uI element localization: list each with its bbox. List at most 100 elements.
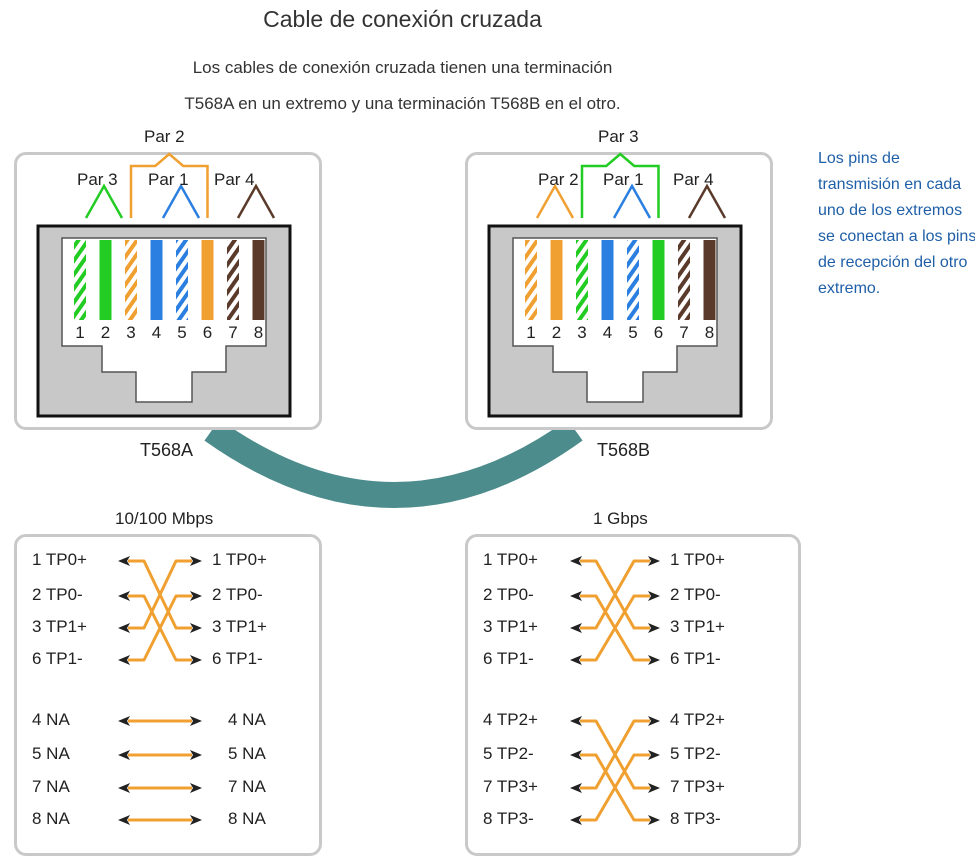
speed-label-left: 10/100 Mbps xyxy=(115,509,214,528)
arrow-head xyxy=(118,716,130,726)
right-panel-dest-label: 4 TP2+ xyxy=(670,710,725,729)
t568a-label: T568A xyxy=(140,440,194,460)
pin-number: 7 xyxy=(228,323,237,342)
pin-number: 5 xyxy=(628,323,637,342)
wiring-panel-1gbps xyxy=(465,534,801,856)
side-note: Los pins de transmisión en cada uno de l… xyxy=(818,150,975,297)
arrow-head xyxy=(190,623,202,633)
crossover-wire xyxy=(580,719,650,790)
pin-number: 4 xyxy=(152,323,161,342)
wire-pin-1 xyxy=(525,240,537,320)
subtitle-line-2: T568A en un extremo y una terminación T5… xyxy=(184,94,621,113)
left-panel-dest-label: 3 TP1+ xyxy=(212,617,267,636)
arrow-head xyxy=(648,783,660,793)
arrow-head xyxy=(648,556,660,566)
wire-pin-4 xyxy=(601,240,614,320)
left-pair-label-1: Par 3 xyxy=(77,170,118,189)
pin-number: 2 xyxy=(101,323,110,342)
arrow-head xyxy=(570,783,582,793)
pin-number: 8 xyxy=(254,323,263,342)
arrow-head xyxy=(648,716,660,726)
arrow-head xyxy=(190,556,202,566)
pin-number: 3 xyxy=(577,323,586,342)
wire-pin-2 xyxy=(99,240,112,320)
left-panel-dest-label: 2 TP0- xyxy=(212,585,263,604)
arrow-head xyxy=(570,750,582,760)
right-panel-dest-label: 7 TP3+ xyxy=(670,777,725,796)
right-panel-source-label: 8 TP3- xyxy=(483,809,534,828)
wire-pin-7 xyxy=(227,240,239,320)
arrow-head xyxy=(648,750,660,760)
wire-pin-5 xyxy=(627,240,639,320)
pair-chevron xyxy=(161,183,201,219)
crossover-wire xyxy=(128,559,192,630)
right-panel-source-label: 2 TP0- xyxy=(483,585,534,604)
left-panel-dest-label: 6 TP1- xyxy=(212,649,263,668)
right-panel-dest-label: 3 TP1+ xyxy=(670,617,725,636)
right-panel-source-label: 3 TP1+ xyxy=(483,617,538,636)
arrow-head xyxy=(190,815,202,825)
plug-contact-area xyxy=(512,237,718,403)
arrow-head xyxy=(190,750,202,760)
arrow-head xyxy=(190,591,202,601)
arrow-head xyxy=(118,750,130,760)
top-pair-bracket xyxy=(580,152,660,218)
arrow-head xyxy=(190,716,202,726)
speed-label-right: 1 Gbps xyxy=(593,509,648,528)
left-panel-dest-label: 4 NA xyxy=(228,710,266,729)
wire-pin-7 xyxy=(678,240,690,320)
pair-chevron xyxy=(612,183,652,219)
right-panel-dest-label: 1 TP0+ xyxy=(670,550,725,569)
right-pair-label-1: Par 2 xyxy=(538,170,579,189)
arrow-head xyxy=(190,655,202,665)
left-panel-source-label: 6 TP1- xyxy=(32,649,83,668)
pin-number: 6 xyxy=(203,323,212,342)
wiring-panel-10-100 xyxy=(14,534,322,856)
wire-pin-6 xyxy=(201,240,214,320)
pin-number: 6 xyxy=(654,323,663,342)
pair-chevron xyxy=(236,183,276,219)
arrow-head xyxy=(648,815,660,825)
right-pair-label-3: Par 4 xyxy=(673,170,714,189)
wire-pin-6 xyxy=(652,240,665,320)
wire-pin-8 xyxy=(703,240,716,320)
arrow-head xyxy=(118,591,130,601)
pin-number: 7 xyxy=(679,323,688,342)
arrow-head xyxy=(570,655,582,665)
left-panel-source-label: 5 NA xyxy=(32,744,70,763)
wire-pin-5 xyxy=(176,240,188,320)
pin-number: 2 xyxy=(552,323,561,342)
right-panel-dest-label: 5 TP2- xyxy=(670,744,721,763)
right-panel-dest-label: 8 TP3- xyxy=(670,809,721,828)
left-panel-source-label: 1 TP0+ xyxy=(32,550,87,569)
right-panel-source-label: 4 TP2+ xyxy=(483,710,538,729)
left-panel-dest-label: 5 NA xyxy=(228,744,266,763)
wire-pin-1 xyxy=(74,240,86,320)
left-panel-source-label: 2 TP0- xyxy=(32,585,83,604)
right-panel-source-label: 5 TP2- xyxy=(483,744,534,763)
wire-pin-8 xyxy=(252,240,265,320)
pin-number: 8 xyxy=(705,323,714,342)
left-panel-dest-label: 7 NA xyxy=(228,777,266,796)
arrow-head xyxy=(570,716,582,726)
arrow-head xyxy=(118,556,130,566)
right-panel-source-label: 6 TP1- xyxy=(483,649,534,668)
arrow-head xyxy=(190,783,202,793)
arrow-head xyxy=(648,591,660,601)
left-panel-source-label: 4 NA xyxy=(32,710,70,729)
arrow-head xyxy=(570,556,582,566)
arrow-head xyxy=(648,623,660,633)
left-panel-dest-label: 1 TP0+ xyxy=(212,550,267,569)
wire-pin-2 xyxy=(550,240,563,320)
arrow-head xyxy=(118,815,130,825)
right-panel-dest-label: 2 TP0- xyxy=(670,585,721,604)
arrow-head xyxy=(570,815,582,825)
arrow-head xyxy=(118,655,130,665)
right-panel-source-label: 1 TP0+ xyxy=(483,550,538,569)
left-panel-source-label: 3 TP1+ xyxy=(32,617,87,636)
left-panel-source-label: 7 NA xyxy=(32,777,70,796)
